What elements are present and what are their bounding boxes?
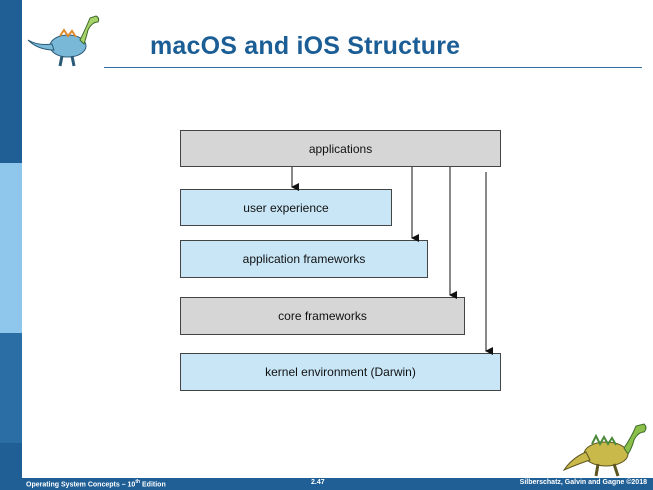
layer-user-experience: user experience [180,189,392,226]
dinosaur-icon [27,15,100,67]
footer-copyright: Silberschatz, Galvin and Gagne ©2018 [519,479,647,486]
slide-title: macOS and iOS Structure [150,32,461,60]
title-underline [104,67,642,68]
slide-sidebar [0,0,22,490]
layer-kernel-environment: kernel environment (Darwin) [180,353,501,391]
sidebar-accent-mid [0,333,22,443]
layer-application-frameworks: application frameworks [180,240,428,278]
dinosaur-icon [562,423,647,477]
sidebar-accent-light [0,163,22,333]
layer-core-frameworks: core frameworks [180,297,465,335]
footer-bar [0,478,653,490]
footer-course-title: Operating System Concepts – 10th Edition [26,479,166,489]
footer-page-number: 2.47 [311,479,325,486]
layer-applications: applications [180,130,501,167]
